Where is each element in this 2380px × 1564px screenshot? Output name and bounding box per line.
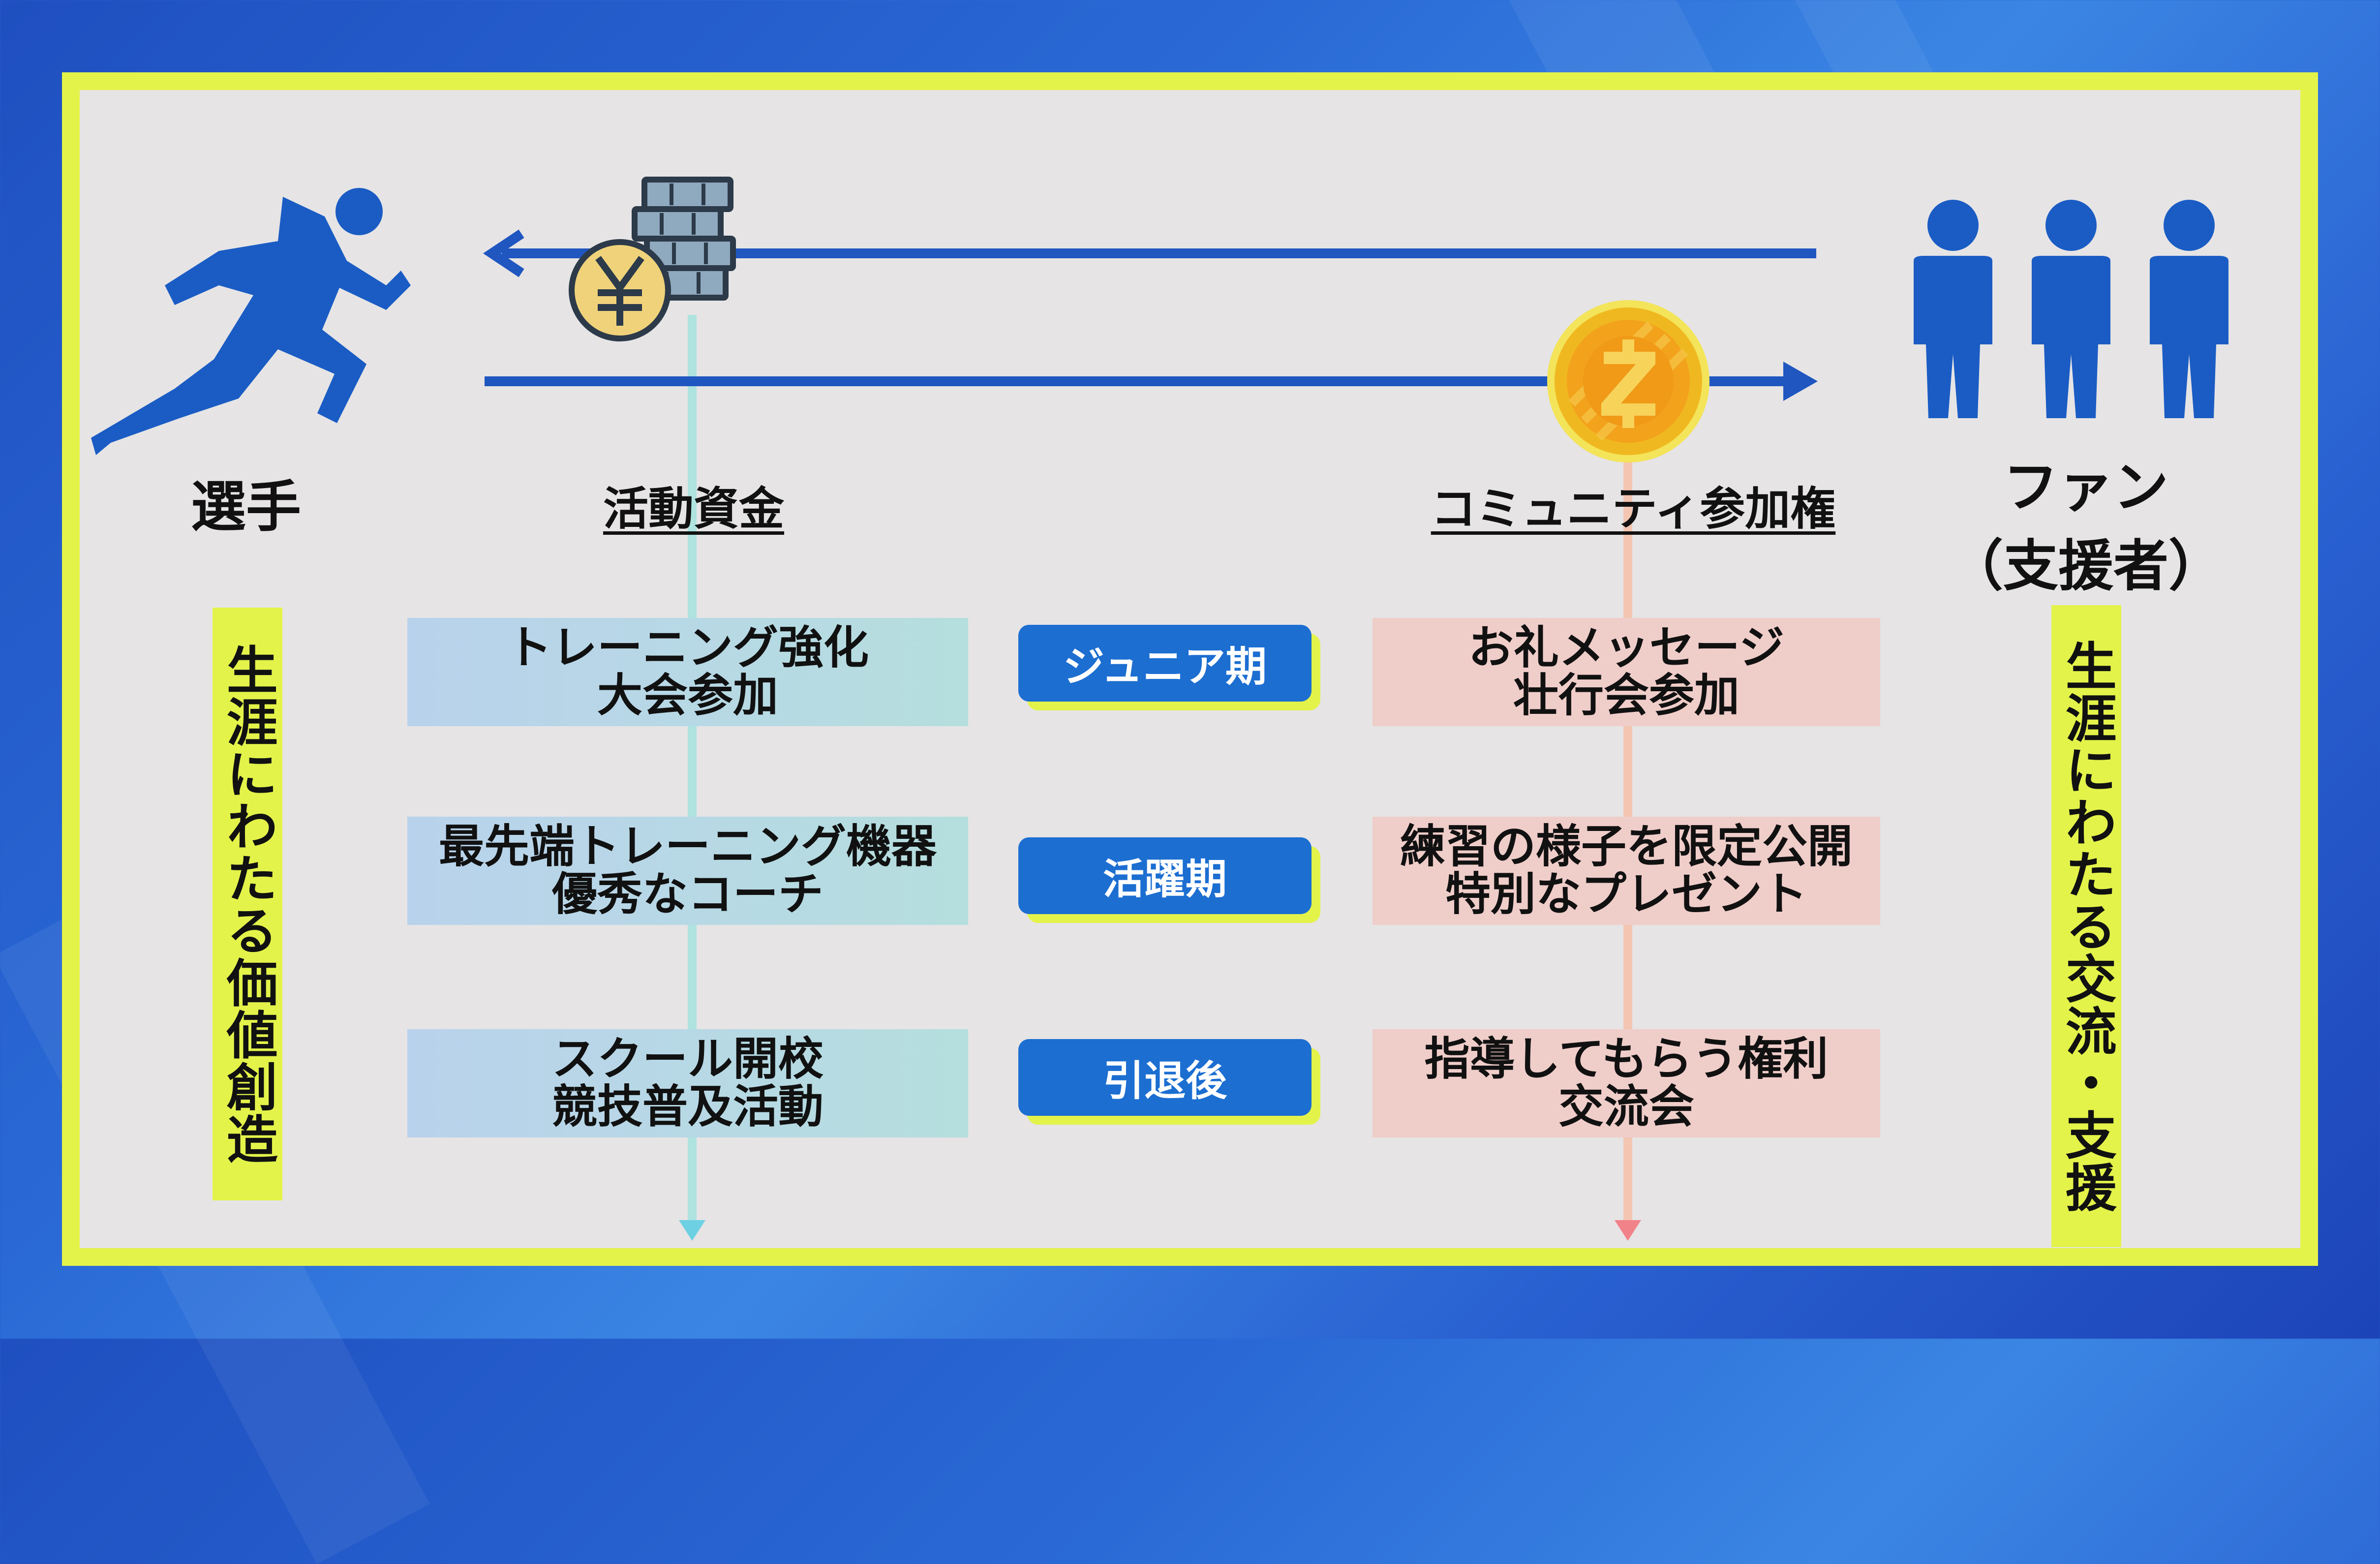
phase-badge-active: 活躍期 [1018,837,1312,914]
right-timeline-line [1623,394,1632,1225]
yen-coin-stack-icon [569,177,736,341]
benefit-line: 大会参加 [597,669,778,722]
benefit-line: スクール開校 [551,1033,824,1086]
stage-retired-fan-benefit: 指導してもらう権利 交流会 [1373,1029,1880,1137]
fan-label-line2: （支援者） [1948,534,2224,598]
benefit-line: 優秀なコーチ [551,868,824,920]
phase-badge-retired: 引退後 [1018,1039,1312,1116]
stage-junior-fan-benefit: お礼メッセージ 壮行会参加 [1373,618,1880,726]
stage-junior-player-benefit: トレーニング強化 大会参加 [407,618,968,726]
benefit-line: 練習の様子を限定公開 [1400,820,1853,873]
benefit-line: お礼メッセージ [1468,621,1785,675]
stage-active-fan-benefit: 練習の様子を限定公開 特別なプレゼント [1373,817,1880,925]
right-timeline-arrowhead [1615,1220,1641,1241]
rights-header: コミュニティ参加権 [1431,483,1836,535]
people-group-icon [1914,200,2228,418]
left-timeline-arrowhead [679,1220,705,1241]
fan-support-banner: 生涯にわたる交流・支援 [2051,605,2121,1247]
player-value-banner: 生涯にわたる価値創造 [213,608,282,1200]
benefit-line: 特別なプレゼント [1445,868,1807,920]
stage-retired-player-benefit: スクール開校 競技普及活動 [407,1029,968,1137]
phase-badge-junior: ジュニア期 [1018,625,1312,702]
benefit-line: 指導してもらう権利 [1424,1033,1829,1086]
fan-label-line1: ファン [2003,456,2168,520]
benefit-line: 最先端トレーニング機器 [438,820,937,873]
stage-active-player-benefit: 最先端トレーニング機器 優秀なコーチ [407,817,968,925]
benefit-line: 交流会 [1558,1080,1694,1133]
benefit-line: 競技普及活動 [551,1080,824,1133]
benefit-line: トレーニング強化 [506,621,869,675]
funds-header: 活動資金 [603,483,784,535]
gold-coin-icon [1547,300,1709,462]
benefit-line: 壮行会参加 [1513,669,1739,722]
player-label: 選手 [191,475,301,539]
left-timeline-line [688,315,697,1225]
runner-icon [91,188,411,455]
